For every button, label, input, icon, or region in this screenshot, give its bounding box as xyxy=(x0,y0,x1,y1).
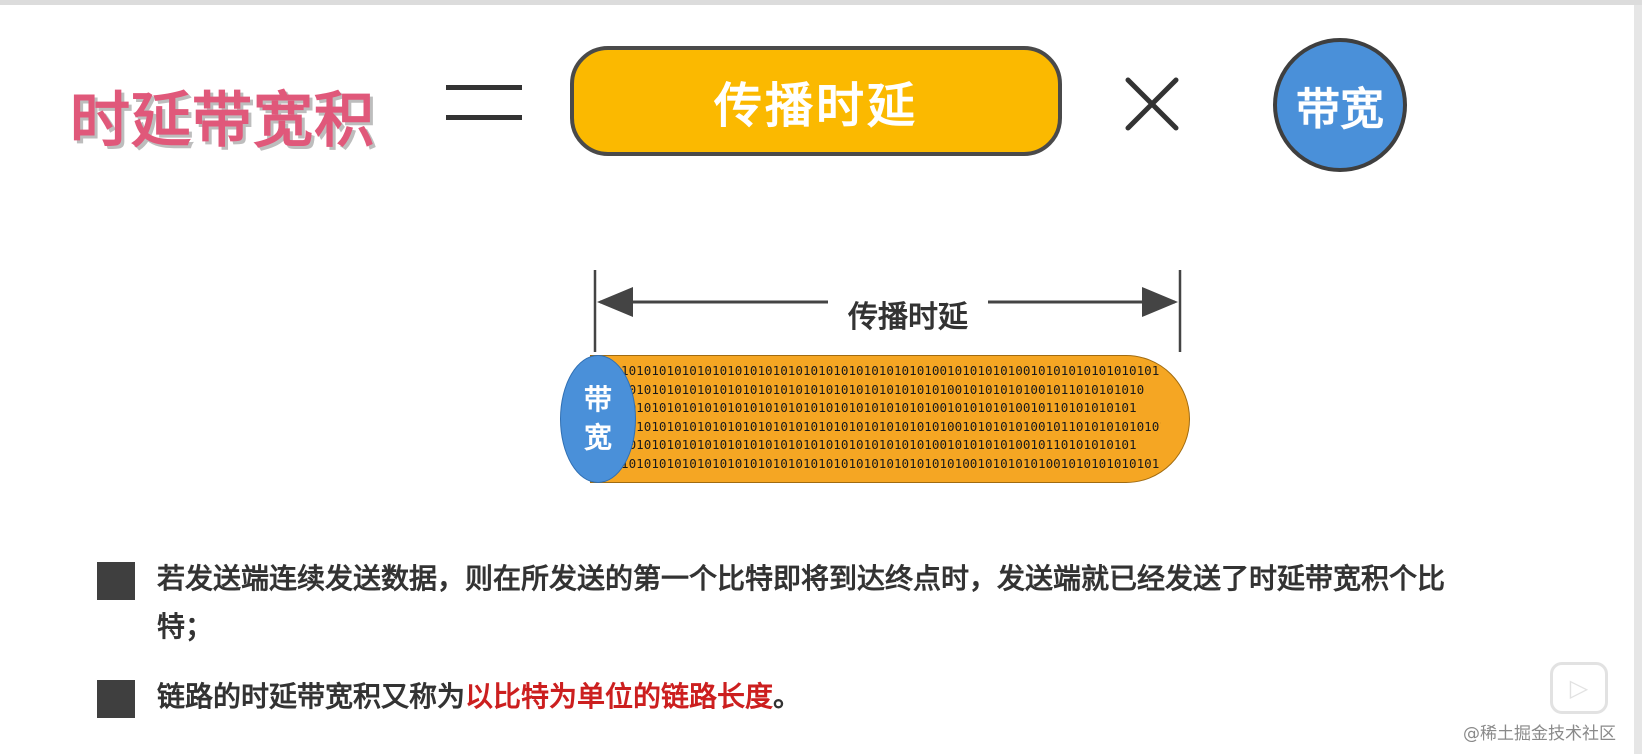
bit-row: 1010101010101010101010101010101010101010… xyxy=(621,400,1137,415)
bandwidth-end-label-bottom: 宽 xyxy=(583,421,612,454)
bandwidth-end-label-top: 带 xyxy=(583,383,612,416)
equals-sign xyxy=(446,85,522,121)
bandwidth-circle: 带宽 xyxy=(1273,38,1407,172)
bit-stream: 1010101010101010101010101010101010101010… xyxy=(621,362,1161,473)
bit-row: 1010101010101010101010101010101010101010… xyxy=(621,418,1161,434)
formula-lhs-title: 时延带宽积 xyxy=(70,86,375,156)
bullet-highlight-text: 以比特为单位的链路长度 xyxy=(465,680,774,713)
bit-row: 1010101010101010101010101010101010101010… xyxy=(621,437,1137,452)
bit-row: 1010101010101010101010101010101010101010… xyxy=(621,381,1145,397)
bandwidth-label: 带宽 xyxy=(1296,84,1384,135)
bullet-square-icon xyxy=(97,562,135,600)
bullet-list: 若发送端连续发送数据，则在所发送的第一个比特即将到达终点时，发送端就已经发送了时… xyxy=(97,555,1457,721)
bullet-text: 若发送端连续发送数据，则在所发送的第一个比特即将到达终点时，发送端就已经发送了时… xyxy=(157,562,1446,643)
bullet-suffix: 。 xyxy=(773,680,802,713)
multiply-sign-icon xyxy=(1125,77,1179,131)
delay-bandwidth-pipe-diagram: 传播时延 10101010101010101010101010101010101… xyxy=(560,270,1220,490)
bit-row: 1010101010101010101010101010101010101010… xyxy=(621,455,1160,471)
bullet-item: 若发送端连续发送数据，则在所发送的第一个比特即将到达终点时，发送端就已经发送了时… xyxy=(97,555,1457,651)
play-icon: ▷ xyxy=(1550,662,1608,714)
bullet-item: 链路的时延带宽积又称为以比特为单位的链路长度。 xyxy=(97,673,1457,721)
bandwidth-pipe-end: 带 宽 xyxy=(560,355,636,483)
slide-edge-shadow xyxy=(1634,5,1642,754)
bit-pipe: 1010101010101010101010101010101010101010… xyxy=(590,355,1190,483)
watermark: @稀土掘金技术社区 xyxy=(1463,724,1616,744)
bit-row: 1010101010101010101010101010101010101010… xyxy=(621,363,1160,378)
propagation-delay-box: 传播时延 xyxy=(570,46,1062,156)
bullet-square-icon xyxy=(97,680,135,718)
bullet-text: 链路的时延带宽积又称为 xyxy=(157,680,466,713)
propagation-delay-dimension-label: 传播时延 xyxy=(828,292,988,336)
propagation-delay-label: 传播时延 xyxy=(713,78,918,134)
